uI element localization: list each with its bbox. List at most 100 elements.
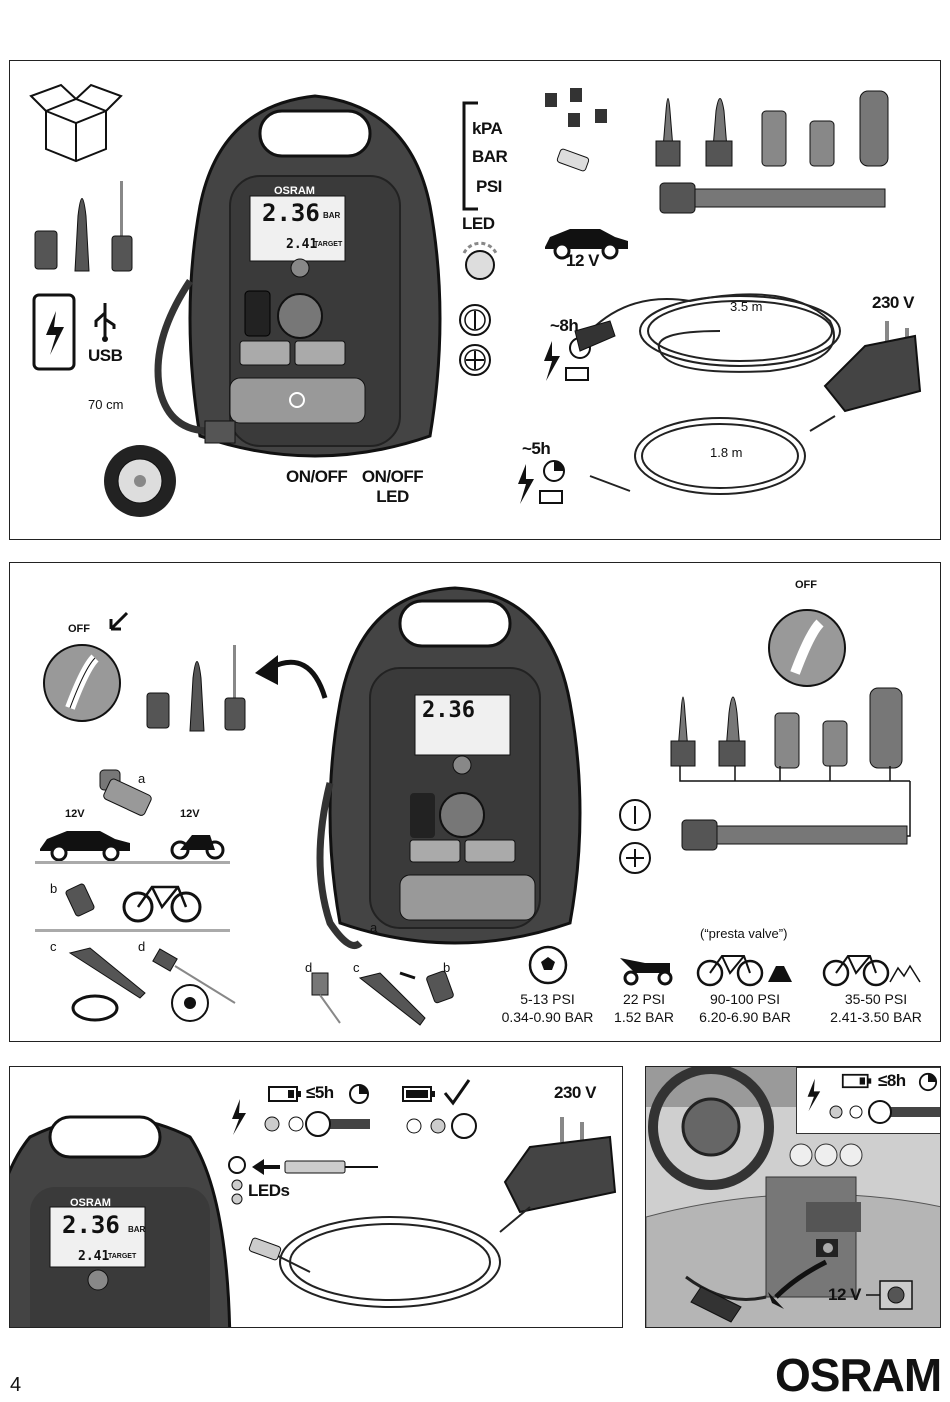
letter-a-1: a <box>138 771 146 786</box>
extension-hose-icon-2 <box>681 819 908 851</box>
lcd-target-label-3: TARGET <box>108 1253 137 1260</box>
unit-psi: PSI <box>476 177 502 196</box>
adapter-b-icon <box>65 883 95 917</box>
divider-1 <box>35 861 230 864</box>
clock-icon-4 <box>918 1072 938 1092</box>
plus-button-icon-2 <box>619 842 651 874</box>
clock-icon <box>349 1084 369 1104</box>
unit-kpa: kPA <box>472 119 503 138</box>
football-icon <box>528 945 568 985</box>
presta-note: (“presta valve”) <box>700 926 788 941</box>
led-indicators <box>228 1156 246 1205</box>
letter-c-2: c <box>353 960 360 975</box>
charge-time-mains-3: ≤5h <box>306 1083 334 1102</box>
adapter-d-icon <box>152 948 236 1022</box>
led-full-icon <box>406 1113 477 1139</box>
car-voltage-label: 12 V <box>566 251 599 270</box>
mains-charger-cable <box>589 415 836 495</box>
valve-caps-icon <box>545 88 607 172</box>
mode-dial-left <box>43 644 121 722</box>
led-label: LED <box>462 214 495 233</box>
cable-length-short: 1.8 m <box>710 445 743 460</box>
car-interior-image <box>646 1067 940 1327</box>
nozzle-adapters-icon <box>655 90 889 167</box>
usage-panel: OFF 2.36 OFF <box>9 562 941 1042</box>
letter-b-2: b <box>443 960 451 975</box>
letter-a-2: a <box>370 920 378 935</box>
arrow-left-icon <box>252 1159 378 1175</box>
charging-mains-panel: OSRAM 2.36 BAR 2.41 TARGET ≤5h 230 V <box>9 1066 623 1328</box>
bicycle-icon <box>122 885 202 923</box>
off-label-right: OFF <box>795 579 817 591</box>
socket-icon <box>866 1280 913 1310</box>
unit-cycle-bracket <box>462 101 478 211</box>
wheel-icon <box>104 445 176 517</box>
letter-c-1: c <box>50 939 57 954</box>
lightning-icon-4 <box>807 1078 821 1112</box>
phone-charging-icon <box>32 293 76 371</box>
minus-button-icon <box>459 304 491 336</box>
mountain-bike-icon <box>822 955 921 987</box>
car-charger-cable <box>574 293 841 373</box>
lightning-icon <box>232 1099 246 1135</box>
lcd-target-reading-3: 2.41 <box>78 1249 110 1264</box>
overview-panel: USB 70 cm OSRAM 2.36 BAR 2.41 TARGET kPA… <box>9 60 941 540</box>
lawnmower-icon <box>620 958 673 986</box>
extension-hose-icon <box>659 182 886 214</box>
lcd-main-reading-2: 2.36 <box>422 698 475 723</box>
adapters-row-icon <box>311 970 454 1026</box>
lcd-main-reading: 2.36 <box>262 199 320 227</box>
wall-adapter-icon <box>823 321 922 413</box>
lcd-main-reading-3: 2.36 <box>62 1211 120 1239</box>
charge-time-car: ~8h <box>550 316 579 335</box>
adapter-a-icon <box>99 769 152 816</box>
arrow-icon <box>109 611 129 631</box>
charging-battery-icon-2 <box>518 460 565 504</box>
lcd-target-label: TARGET <box>314 241 343 248</box>
dial-rotate-icon <box>462 241 498 280</box>
curved-arrow-icon <box>255 655 328 699</box>
adapters-icon <box>34 181 133 272</box>
battery-full-icon <box>402 1086 435 1102</box>
charge-time-car-4: ≤8h <box>878 1071 906 1090</box>
hose-length-label: 70 cm <box>88 397 124 412</box>
package-box-icon <box>29 83 123 163</box>
charger-cable-3 <box>248 1206 531 1308</box>
lcd-unit: BAR <box>323 211 341 220</box>
adapter-bracket <box>679 766 911 837</box>
led-charging-icon <box>264 1111 370 1137</box>
device-brand-3: OSRAM <box>70 1197 111 1209</box>
battery-low-icon-4 <box>841 1073 872 1089</box>
car-icon-2 <box>40 831 130 862</box>
page-number: 4 <box>10 1374 22 1396</box>
motorcycle-icon <box>170 835 225 860</box>
car-icon <box>545 229 628 260</box>
charging-car-panel: ≤8h 12 V <box>645 1066 941 1328</box>
onoff-led-label: ON/OFF LED <box>361 467 424 506</box>
mains-voltage-label: 230 V <box>872 293 914 312</box>
checkmark-icon <box>443 1079 471 1106</box>
usb-icon <box>94 303 116 342</box>
minus-button-icon-2 <box>619 799 651 831</box>
air-hose <box>154 279 236 444</box>
road-bike-icon <box>696 955 792 987</box>
cable-length-long: 3.5 m <box>730 299 763 314</box>
onoff-label: ON/OFF <box>286 467 348 486</box>
lcd-target-reading: 2.41 <box>286 237 318 252</box>
leds-label: LEDs <box>248 1181 290 1200</box>
car-voltage-label-4: 12 V <box>828 1285 861 1304</box>
voltage-moto: 12V <box>180 808 200 820</box>
plus-button-icon <box>459 344 491 376</box>
letter-d-2: d <box>305 960 313 975</box>
nozzle-adapters-icon-2 <box>670 687 903 769</box>
battery-low-icon <box>268 1086 301 1102</box>
divider-2 <box>35 929 230 932</box>
unit-bar: BAR <box>472 147 508 166</box>
letter-b-1: b <box>50 881 58 896</box>
mode-dial-right <box>768 609 846 687</box>
wall-adapter-icon-3 <box>503 1117 617 1214</box>
